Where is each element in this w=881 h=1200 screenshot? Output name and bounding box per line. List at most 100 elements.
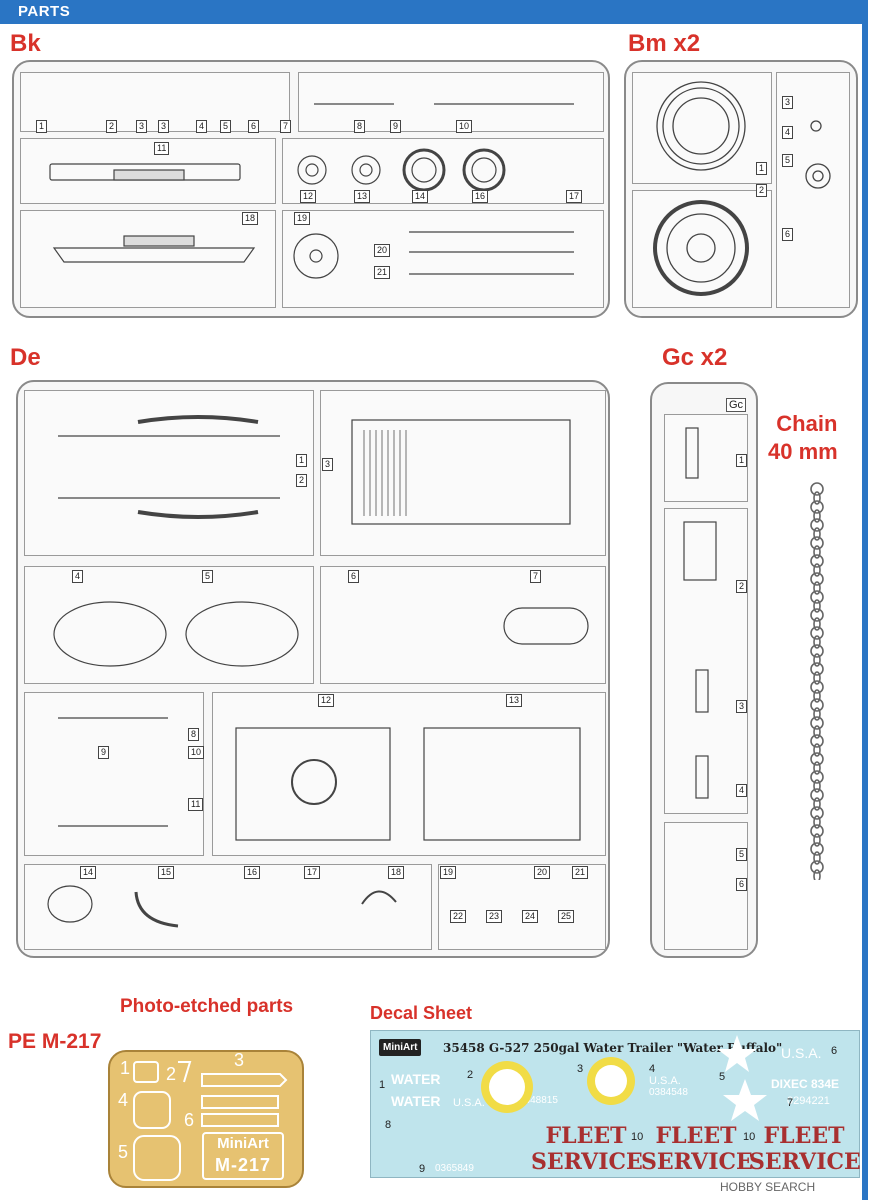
- de-num-22: 22: [450, 910, 467, 923]
- chain-link: [813, 545, 821, 559]
- chain-drawing: [810, 482, 824, 880]
- chain-link: [810, 590, 824, 604]
- chain-link: [813, 689, 821, 703]
- bm-num-5: 5: [782, 154, 794, 167]
- gc-cell-1: [664, 414, 748, 502]
- chain-link: [813, 581, 821, 595]
- pe-num-5: 5: [118, 1142, 129, 1162]
- de-num-21: 21: [572, 866, 589, 879]
- bm-num-1: 1: [756, 162, 768, 175]
- de-num-18: 18: [388, 866, 405, 879]
- decal-service-2: SERVICE: [641, 1149, 753, 1175]
- bk-num-6: 6: [248, 120, 260, 133]
- bk-num-11: 11: [154, 142, 170, 155]
- chain-link: [813, 671, 821, 685]
- de-num-14: 14: [80, 866, 97, 879]
- bm-wheel-drawing: [653, 81, 831, 296]
- bk-num-3a: 3: [136, 120, 148, 133]
- chain-link: [813, 851, 821, 865]
- bm-cell-top: [632, 72, 772, 184]
- de-num-8: 8: [188, 728, 200, 741]
- decal-fleet-1: FLEET: [545, 1123, 627, 1149]
- bk-row2-right: [282, 138, 604, 204]
- de-num-17: 17: [304, 866, 321, 879]
- decal-product-line: 35458 G-527 250gal Water Trailer "Water …: [443, 1041, 783, 1055]
- bk-num-14: 14: [412, 190, 429, 203]
- sprue-de-frame: De 1 2 3 4 5 6 7 8 9: [16, 380, 610, 958]
- chain-link: [813, 869, 821, 880]
- chain-link: [813, 617, 821, 631]
- sprue-de-title: De: [10, 344, 41, 371]
- chain-link: [810, 788, 824, 802]
- chain-link: [810, 500, 824, 514]
- de-num-11: 11: [188, 798, 204, 811]
- bk-num-17: 17: [566, 190, 583, 203]
- bk-num-16: 16: [472, 190, 489, 203]
- chain-link: [810, 536, 824, 550]
- bk-num-3b: 3: [158, 120, 170, 133]
- bm-cell-right: [776, 72, 850, 308]
- chain-link: [810, 698, 824, 712]
- decal-num-8: 8: [385, 1119, 392, 1131]
- decal-service-1: SERVICE: [531, 1149, 643, 1175]
- sprue-gc-corner: Gc: [726, 398, 747, 412]
- parts-tab: PARTS: [0, 0, 96, 24]
- decal-brand-logo: MiniArt: [379, 1039, 422, 1056]
- chain-link: [810, 644, 824, 658]
- chain-link: [813, 527, 821, 541]
- chain-link: [813, 707, 821, 721]
- bk-row3-left: [20, 210, 276, 308]
- de-num-13: 13: [506, 694, 523, 707]
- decal-fleet-service-3: FLEET SERVICE: [749, 1123, 861, 1175]
- chain-link: [810, 518, 824, 532]
- chain-link: [810, 662, 824, 676]
- bk-row1-right: [298, 72, 604, 132]
- decal-insignia: [481, 1035, 767, 1121]
- de-num-23: 23: [486, 910, 503, 923]
- decal-service-3: SERVICE: [749, 1149, 861, 1175]
- pe-num-3: 3: [234, 1050, 245, 1070]
- sprue-gc-frame: Gc 1 2 3 4 5 6: [650, 382, 758, 958]
- bk-num-5: 5: [220, 120, 232, 133]
- chain-link: [810, 752, 824, 766]
- de-num-19: 19: [440, 866, 457, 879]
- chain-link: [813, 833, 821, 847]
- chain-link: [810, 482, 824, 496]
- chain-link: [813, 797, 821, 811]
- chain-link: [813, 761, 821, 775]
- de-num-2: 2: [296, 474, 308, 487]
- decal-sheet: MiniArt 35458 G-527 250gal Water Trailer…: [370, 1030, 861, 1178]
- bk-num-13: 13: [354, 190, 371, 203]
- de-cell-f: [212, 692, 606, 856]
- bm-num-3: 3: [782, 96, 794, 109]
- bk-num-19: 19: [294, 212, 311, 225]
- chain-link: [810, 680, 824, 694]
- bk-num-12: 12: [300, 190, 317, 203]
- bk-num-18: 18: [242, 212, 259, 225]
- pe-fret: 1 2 3 4 5 6 MiniArt M-217: [108, 1050, 304, 1188]
- right-edge-stripe: [862, 0, 868, 1200]
- pe-num-2: 2: [166, 1064, 177, 1084]
- chain-link: [810, 554, 824, 568]
- chain-link: [813, 599, 821, 613]
- bm-num-2: 2: [756, 184, 768, 197]
- decal-title: Decal Sheet: [370, 1003, 473, 1023]
- chain-link: [810, 608, 824, 622]
- de-num-1: 1: [296, 454, 308, 467]
- bk-num-21: 21: [374, 266, 391, 279]
- chain-link: [810, 824, 824, 838]
- decal-num-1: 1: [379, 1079, 386, 1091]
- sprue-gc-title: Gc x2: [662, 344, 728, 371]
- decal-num-4: 4: [649, 1063, 656, 1075]
- header-bar: [96, 0, 862, 24]
- bk-num-4: 4: [196, 120, 208, 133]
- gc-cell-2: [664, 508, 748, 814]
- bk-num-8: 8: [354, 120, 366, 133]
- chain-link: [810, 734, 824, 748]
- chain-link: [813, 779, 821, 793]
- bk-num-2: 2: [106, 120, 118, 133]
- chain-link: [810, 860, 824, 874]
- pe-title: Photo-etched parts: [120, 996, 294, 1017]
- watermark: HOBBY SEARCH: [720, 1180, 816, 1194]
- de-cell-b: [320, 390, 606, 556]
